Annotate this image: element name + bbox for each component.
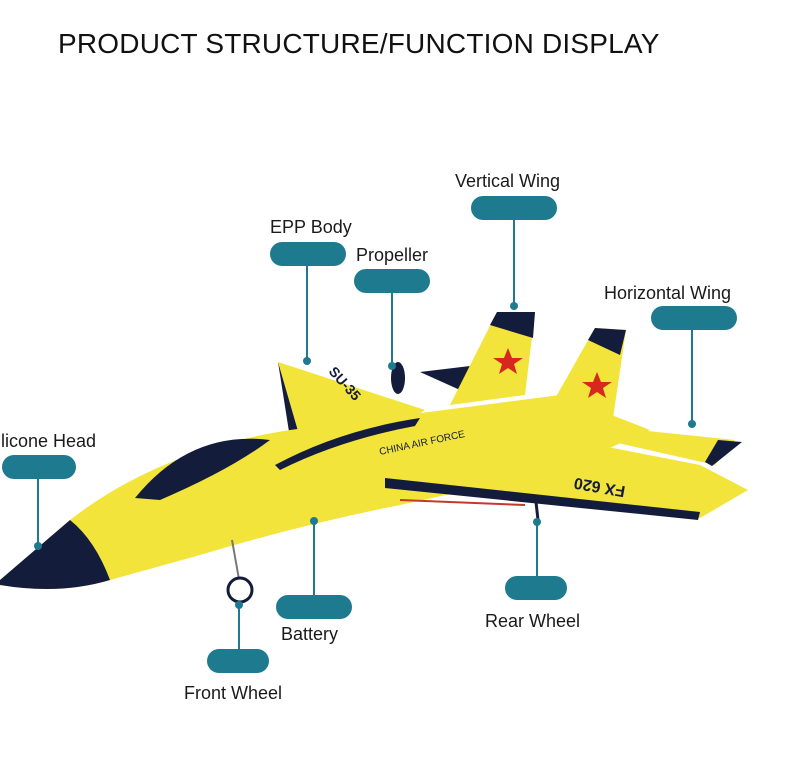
callout-silicone-head-dot: [34, 542, 42, 550]
callout-horizontal-wing-pill: [651, 306, 737, 330]
callout-front-wheel-pill: [207, 649, 269, 673]
callout-propeller-dot: [388, 362, 396, 370]
propeller: [391, 362, 405, 394]
callout-propeller-line: [391, 293, 393, 365]
callout-horizontal-wing-dot: [688, 420, 696, 428]
callout-horizontal-wing-label: Horizontal Wing: [604, 283, 732, 303]
rear-gear-strut: [534, 501, 540, 521]
callout-battery-line: [313, 521, 315, 595]
callout-front-wheel-line: [238, 605, 240, 649]
callout-vertical-wing-dot: [510, 302, 518, 310]
right-wing-edge: [385, 478, 700, 520]
callout-battery-label: Battery: [281, 624, 339, 644]
vertical-tail-right-tip: [588, 328, 626, 355]
star-right: [582, 372, 612, 398]
horizontal-stabilizer: [540, 420, 735, 465]
callout-front-wheel-label: Front Wheel: [184, 683, 283, 703]
rear-fin: [420, 366, 470, 390]
callout-epp-body-pill: [270, 242, 346, 266]
canopy: [135, 438, 270, 500]
battery-wire: [399, 499, 526, 506]
fuselage-stripe: [275, 418, 420, 470]
callout-silicone-head-line: [37, 479, 39, 545]
nose-cone: [0, 520, 110, 589]
vertical-tail-left-tip: [490, 312, 535, 338]
callout-horizontal-wing-line: [691, 330, 693, 422]
vertical-tail-left: [450, 312, 535, 405]
front-wheel: [226, 576, 254, 604]
stabilizer-tip: [705, 440, 742, 466]
callout-silicone-head-label: Silicone Head: [0, 431, 97, 451]
callout-epp-body-label: EPP Body: [270, 217, 352, 237]
callout-epp-body-line: [306, 266, 308, 360]
callout-rear-wheel-label: Rear Wheel: [485, 611, 581, 631]
callout-battery-pill: [276, 595, 352, 619]
vertical-tail-right: [540, 328, 626, 425]
callout-silicone-head-pill: [2, 455, 76, 479]
callout-propeller-label: Propeller: [356, 245, 429, 265]
callout-vertical-wing-label: Vertical Wing: [455, 171, 561, 191]
callout-rear-wheel-line: [536, 522, 538, 576]
callout-vertical-wing-pill: [471, 196, 557, 220]
star-left: [493, 348, 523, 374]
callout-epp-body-dot: [303, 357, 311, 365]
left-wing-edge: [278, 362, 300, 438]
right-wing: [385, 430, 748, 518]
callout-propeller-pill: [354, 269, 430, 293]
callout-vertical-wing-line: [513, 220, 515, 306]
page-title: PRODUCT STRUCTURE/FUNCTION DISPLAY: [58, 28, 660, 59]
callout-rear-wheel-pill: [505, 576, 567, 600]
